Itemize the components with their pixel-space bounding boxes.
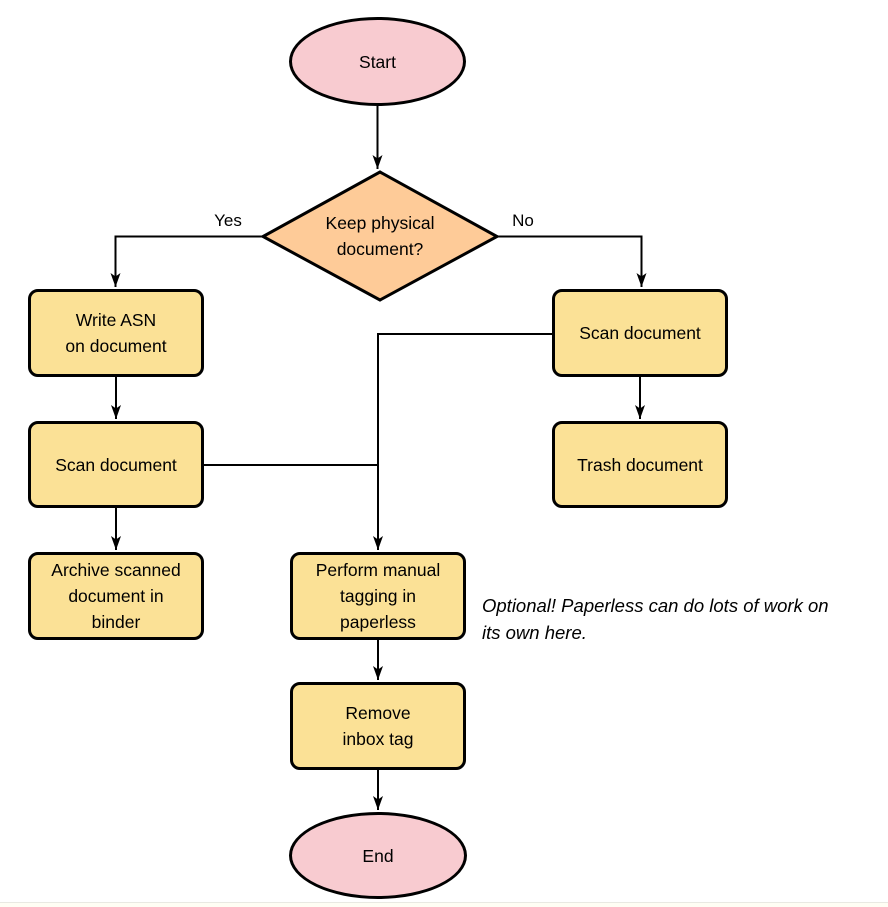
end-node-label: End	[362, 845, 394, 866]
remove-inbox-tag-node: Remove inbox tag	[290, 682, 466, 770]
connector-decision-no-to-scan-right	[498, 235, 647, 287]
scan-document-left-label: Scan document	[55, 454, 177, 475]
connector-scan-right-to-tagging	[373, 333, 552, 550]
write-asn-node: Write ASN on document	[28, 289, 204, 377]
connector-decision-yes-to-write-asn	[110, 235, 263, 287]
decision-node-label: Keep physical document?	[325, 213, 435, 259]
archive-document-node: Archive scanned document in binder	[28, 552, 204, 640]
start-node-label: Start	[359, 51, 396, 72]
decision-node-shape	[259, 170, 501, 302]
scan-document-right-node: Scan document	[552, 289, 728, 377]
remove-inbox-tag-label: Remove inbox tag	[342, 703, 414, 749]
manual-tagging-node: Perform manual tagging in paperless	[290, 552, 466, 640]
bottom-edge-strip	[0, 902, 888, 907]
scan-document-left-node: Scan document	[28, 421, 204, 508]
edge-label-no: No	[512, 211, 534, 230]
manual-tagging-label: Perform manual tagging in paperless	[315, 560, 441, 632]
edge-label-yes: Yes	[214, 211, 242, 230]
optional-annotation: Optional! Paperless can do lots of work …	[482, 595, 829, 643]
write-asn-node-label: Write ASN on document	[65, 310, 167, 356]
trash-document-node: Trash document	[552, 421, 728, 508]
archive-document-label: Archive scanned document in binder	[51, 560, 181, 632]
scan-document-right-label: Scan document	[579, 323, 701, 343]
start-node: Start	[289, 17, 466, 106]
end-node: End	[289, 812, 467, 899]
trash-document-label: Trash document	[577, 454, 703, 475]
